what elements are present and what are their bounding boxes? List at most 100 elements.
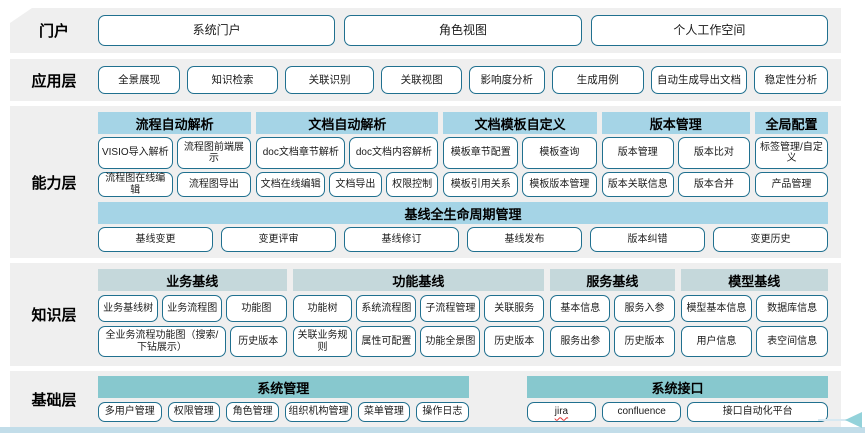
group-header: 系统管理	[98, 376, 469, 398]
band-foundation: 基础层 系统管理 多用户管理 权限管理 角色管理 组织机构管理 菜单管理 操作日…	[10, 371, 841, 427]
box-doc-chapter-parse: doc文档章节解析	[256, 137, 346, 169]
box-function-panorama: 功能全景图	[420, 326, 481, 357]
group-header: 文档自动解析	[256, 112, 439, 134]
box-flowchart-frontend: 流程图前端展示	[176, 137, 252, 169]
box-baseline-change: 基线变更	[98, 227, 213, 252]
box-permission-mgmt: 权限管理	[167, 402, 220, 422]
box-system-portal: 系统门户	[98, 15, 336, 46]
box-impact-analysis: 影响度分析	[468, 66, 545, 94]
box-change-review: 变更评审	[221, 227, 336, 252]
box-permission-control: 权限控制	[385, 172, 439, 197]
band-application: 应用层 全景展现 知识检索 关联识别 关联视图 影响度分析 生成用例 自动生成导…	[10, 59, 841, 101]
box-version-correction: 版本纠错	[590, 227, 705, 252]
group-header: 版本管理	[601, 112, 750, 134]
group-header: 全局配置	[754, 112, 828, 134]
box-history-version: 历史版本	[229, 326, 287, 357]
box-product-mgmt: 产品管理	[754, 172, 828, 197]
box-tablespace-info: 表空间信息	[756, 326, 829, 357]
box-history-version: 历史版本	[614, 326, 675, 357]
capability-groups: 流程自动解析 VISIO导入解析 流程图前端展示 流程图在线编辑 流程图导出 文…	[98, 112, 828, 198]
box-template-chapter-config: 模板章节配置	[443, 137, 519, 169]
portal-row-label: 门户	[38, 23, 69, 40]
box-baseline-release: 基线发布	[467, 227, 582, 252]
foundation-groups: 系统管理 多用户管理 权限管理 角色管理 组织机构管理 菜单管理 操作日志 系统…	[98, 376, 828, 422]
box-version-merge: 版本合并	[677, 172, 750, 197]
box-related-service: 关联服务	[484, 295, 545, 322]
knowledge-groups: 业务基线 业务基线树 业务流程图 功能图 全业务流程功能图（搜索/下钻展示） 历…	[98, 269, 829, 360]
group-business-baseline: 业务基线 业务基线树 业务流程图 功能图 全业务流程功能图（搜索/下钻展示） 历…	[98, 269, 287, 360]
group-function-baseline: 功能基线 功能树 系统流程图 子流程管理 关联服务 关联业务规则 属性可配置 功…	[292, 269, 545, 360]
box-history-version: 历史版本	[484, 326, 545, 357]
foundation-row-label: 基础层	[31, 391, 77, 409]
left-arrow-tail	[818, 419, 847, 421]
box-flowchart-edit: 流程图在线编辑	[98, 172, 173, 197]
knowledge-row-label: 知识层	[31, 307, 77, 324]
box-generate-usecase: 生成用例	[551, 66, 644, 94]
box-service-input: 服务入参	[614, 295, 675, 322]
baseline-lifecycle-header: 基线全生命周期管理	[98, 202, 828, 224]
bottom-accent-strip	[0, 427, 865, 433]
box-auto-export-doc: 自动生成导出文档	[650, 66, 748, 94]
group-header: 功能基线	[292, 269, 545, 291]
group-system-interface: 系统接口 jira confluence 接口自动化平台	[526, 376, 828, 422]
group-header: 系统接口	[526, 376, 828, 398]
box-role-view: 角色视图	[344, 15, 582, 46]
box-version-relation: 版本关联信息	[601, 172, 674, 197]
group-system-mgmt: 系统管理 多用户管理 权限管理 角色管理 组织机构管理 菜单管理 操作日志	[98, 376, 469, 422]
box-org-mgmt: 组织机构管理	[285, 402, 352, 422]
box-baseline-revise: 基线修订	[344, 227, 459, 252]
capability-row-label: 能力层	[31, 174, 77, 192]
box-database-info: 数据库信息	[756, 295, 829, 322]
box-business-tree: 业务基线树	[98, 295, 159, 322]
box-confluence: confluence	[601, 402, 682, 422]
box-interface-automation: 接口自动化平台	[687, 402, 828, 422]
box-knowledge-search: 知识检索	[187, 66, 278, 94]
box-tag-mgmt: 标签管理/自定义	[754, 137, 828, 169]
box-subprocess-mgmt: 子流程管理	[420, 295, 481, 322]
box-doc-content-parse: doc文档内容解析	[349, 137, 439, 169]
box-full-business-map: 全业务流程功能图（搜索/下钻展示）	[98, 326, 226, 357]
box-business-flowchart: 业务流程图	[162, 295, 223, 322]
box-template-version: 模板版本管理	[522, 172, 597, 197]
box-personal-workspace: 个人工作空间	[590, 15, 828, 46]
box-model-basic-info: 模型基本信息	[680, 295, 753, 322]
box-version-mgmt: 版本管理	[601, 137, 674, 169]
box-multiuser-mgmt: 多用户管理	[98, 402, 162, 422]
foundation-content: 系统管理 多用户管理 权限管理 角色管理 组织机构管理 菜单管理 操作日志 系统…	[98, 371, 828, 427]
box-user-info: 用户信息	[680, 326, 753, 357]
group-header: 模型基线	[680, 269, 828, 291]
left-arrow-icon	[845, 412, 862, 428]
box-service-output: 服务出参	[550, 326, 611, 357]
box-function-tree: 功能树	[292, 295, 353, 322]
box-flowchart-export: 流程图导出	[176, 172, 252, 197]
group-header: 业务基线	[98, 269, 287, 291]
band-portal: 门户 系统门户 角色视图 个人工作空间	[10, 8, 841, 53]
box-jira: jira	[526, 402, 596, 422]
box-system-flowchart: 系统流程图	[356, 295, 417, 322]
box-template-query: 模板查询	[522, 137, 597, 169]
box-related-business-rule: 关联业务规则	[292, 326, 353, 357]
box-change-history: 变更历史	[713, 227, 828, 252]
foundation-spacer	[474, 376, 522, 422]
group-doc-parsing: 文档自动解析 doc文档章节解析 doc文档内容解析 文档在线编辑 文档导出 权…	[256, 112, 439, 198]
application-row-label: 应用层	[31, 72, 77, 90]
box-doc-online-edit: 文档在线编辑	[256, 172, 326, 197]
group-template-custom: 文档模板自定义 模板章节配置 模板查询 模板引用关系 模板版本管理	[443, 112, 597, 198]
box-menu-mgmt: 菜单管理	[357, 402, 411, 422]
box-role-mgmt: 角色管理	[226, 402, 280, 422]
knowledge-content: 业务基线 业务基线树 业务流程图 功能图 全业务流程功能图（搜索/下钻展示） 历…	[98, 263, 829, 366]
application-boxes: 全景展现 知识检索 关联识别 关联视图 影响度分析 生成用例 自动生成导出文档 …	[98, 59, 828, 101]
box-operation-log: 操作日志	[416, 402, 469, 422]
group-version-mgmt: 版本管理 版本管理 版本比对 版本关联信息 版本合并	[601, 112, 750, 198]
box-attr-configurable: 属性可配置	[356, 326, 417, 357]
box-relation-identify: 关联识别	[284, 66, 375, 94]
box-visio-import: VISIO导入解析	[98, 137, 173, 169]
portal-boxes: 系统门户 角色视图 个人工作空间	[98, 8, 828, 53]
band-capability: 能力层 流程自动解析 VISIO导入解析 流程图前端展示 流程图在线编辑 流程图…	[10, 106, 841, 258]
box-version-compare: 版本比对	[677, 137, 750, 169]
group-global-config: 全局配置 标签管理/自定义 产品管理	[754, 112, 828, 198]
group-header: 服务基线	[550, 269, 675, 291]
box-basic-info: 基本信息	[550, 295, 611, 322]
box-function-chart: 功能图	[226, 295, 287, 322]
baseline-boxes: 基线变更 变更评审 基线修订 基线发布 版本纠错 变更历史	[98, 227, 828, 252]
